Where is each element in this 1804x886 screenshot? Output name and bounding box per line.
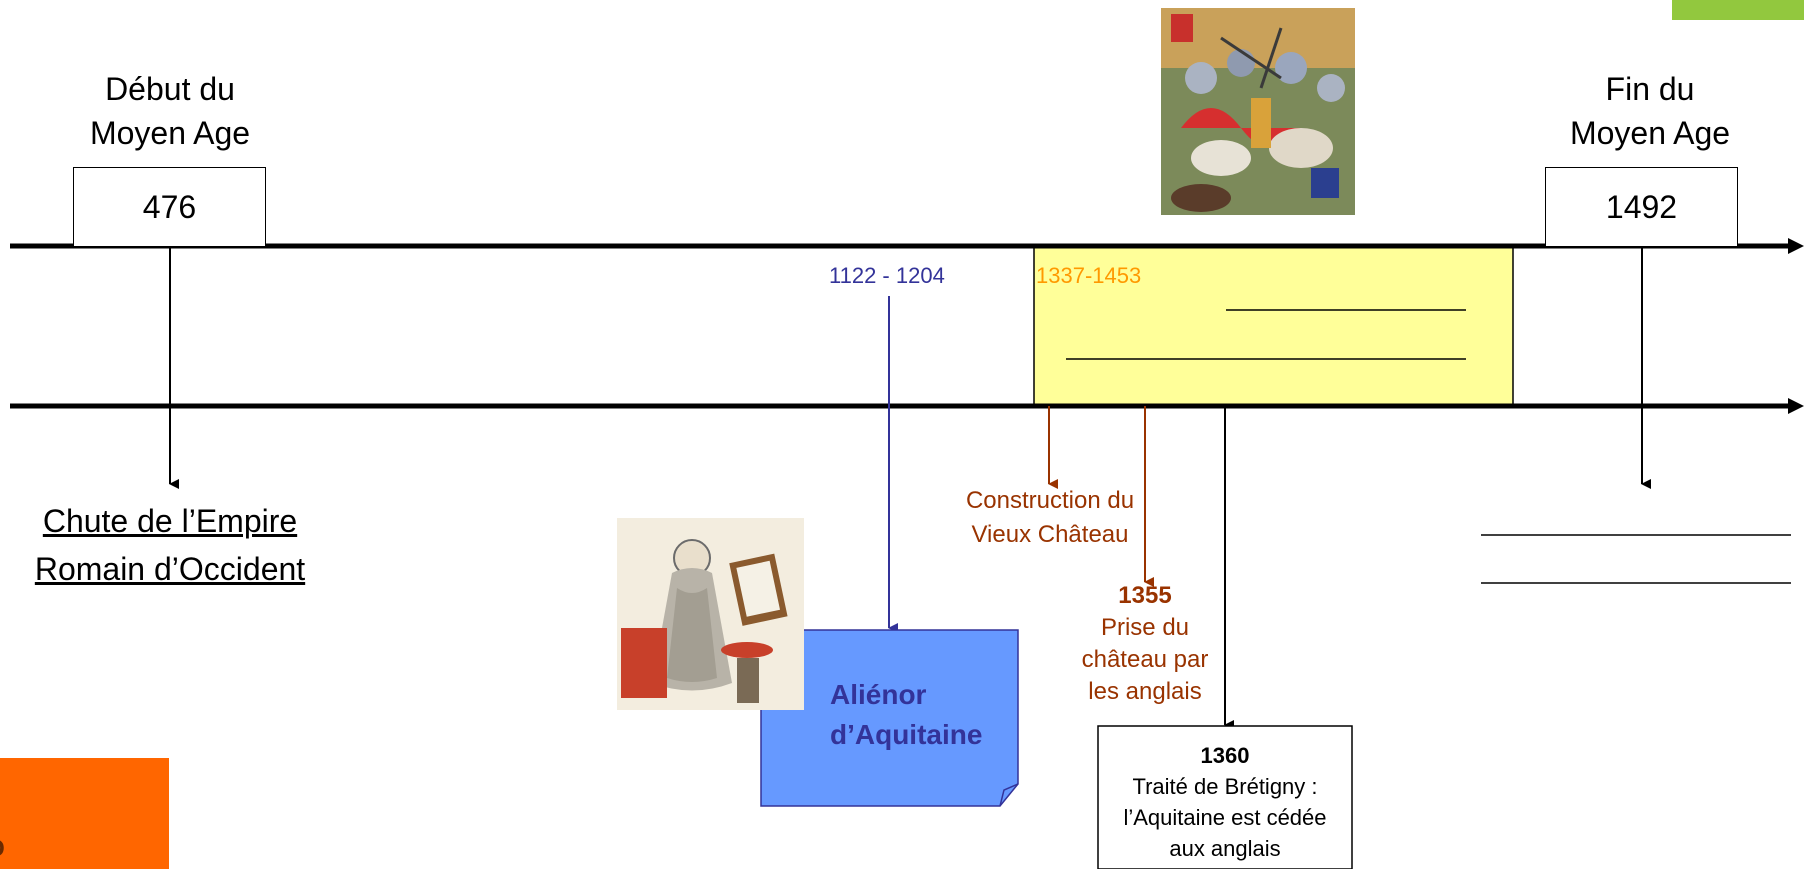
prise-line2: château par bbox=[1081, 646, 1209, 673]
alienor-note bbox=[760, 629, 1019, 807]
construction-label: Construction du Vieux Château bbox=[930, 484, 1170, 552]
traite-year: 1360 bbox=[1200, 743, 1250, 768]
war-band bbox=[1033, 245, 1514, 407]
traite-line2: l’Aquitaine est cédée bbox=[1123, 805, 1327, 830]
war-dates: 1337-1453 bbox=[1036, 263, 1142, 288]
end-year-box: 1492 bbox=[1545, 167, 1738, 246]
start-label-line1: Début du bbox=[105, 71, 235, 107]
prise-year: 1355 bbox=[1118, 582, 1172, 609]
prise-line1: Prise du bbox=[1100, 614, 1190, 641]
start-year: 476 bbox=[142, 188, 197, 225]
battle-miniature-image bbox=[1161, 8, 1355, 215]
start-event-line2: Romain d’Occident bbox=[34, 551, 306, 587]
start-event: Chute de l’Empire Romain d’Occident bbox=[10, 497, 330, 593]
end-label: Fin du Moyen Age bbox=[1530, 67, 1770, 155]
side-tab-text: ? u bbox=[0, 838, 10, 886]
end-year: 1492 bbox=[1605, 188, 1678, 225]
side-tab: ? u bbox=[0, 758, 169, 886]
alienor-name-line2: d’Aquitaine bbox=[830, 719, 983, 750]
traite-line3: aux anglais bbox=[1169, 836, 1281, 861]
traite-line1: Traité de Brétigny : bbox=[1132, 774, 1318, 799]
start-year-box: 476 bbox=[73, 167, 266, 246]
alienor-name: Aliénor d’Aquitaine bbox=[830, 675, 982, 755]
start-event-line1: Chute de l’Empire bbox=[42, 503, 298, 539]
end-label-line2: Moyen Age bbox=[1569, 115, 1731, 151]
traite-label: 1360 Traité de Brétigny : l’Aquitaine es… bbox=[1098, 740, 1352, 864]
construction-line1: Construction du bbox=[965, 487, 1135, 514]
alienor-name-line1: Aliénor bbox=[830, 679, 927, 710]
alienor-dates: 1122 - 1204 bbox=[829, 263, 945, 288]
corner-tab bbox=[1672, 0, 1804, 20]
end-label-line1: Fin du bbox=[1605, 71, 1695, 107]
start-label: Début du Moyen Age bbox=[50, 67, 290, 155]
alienor-writing-image bbox=[617, 518, 804, 710]
start-label-line2: Moyen Age bbox=[89, 115, 251, 151]
traite-box bbox=[1097, 725, 1353, 869]
prise-label: 1355 Prise du château par les anglais bbox=[1060, 580, 1230, 708]
construction-line2: Vieux Château bbox=[971, 521, 1129, 548]
prise-line3: les anglais bbox=[1088, 678, 1202, 705]
